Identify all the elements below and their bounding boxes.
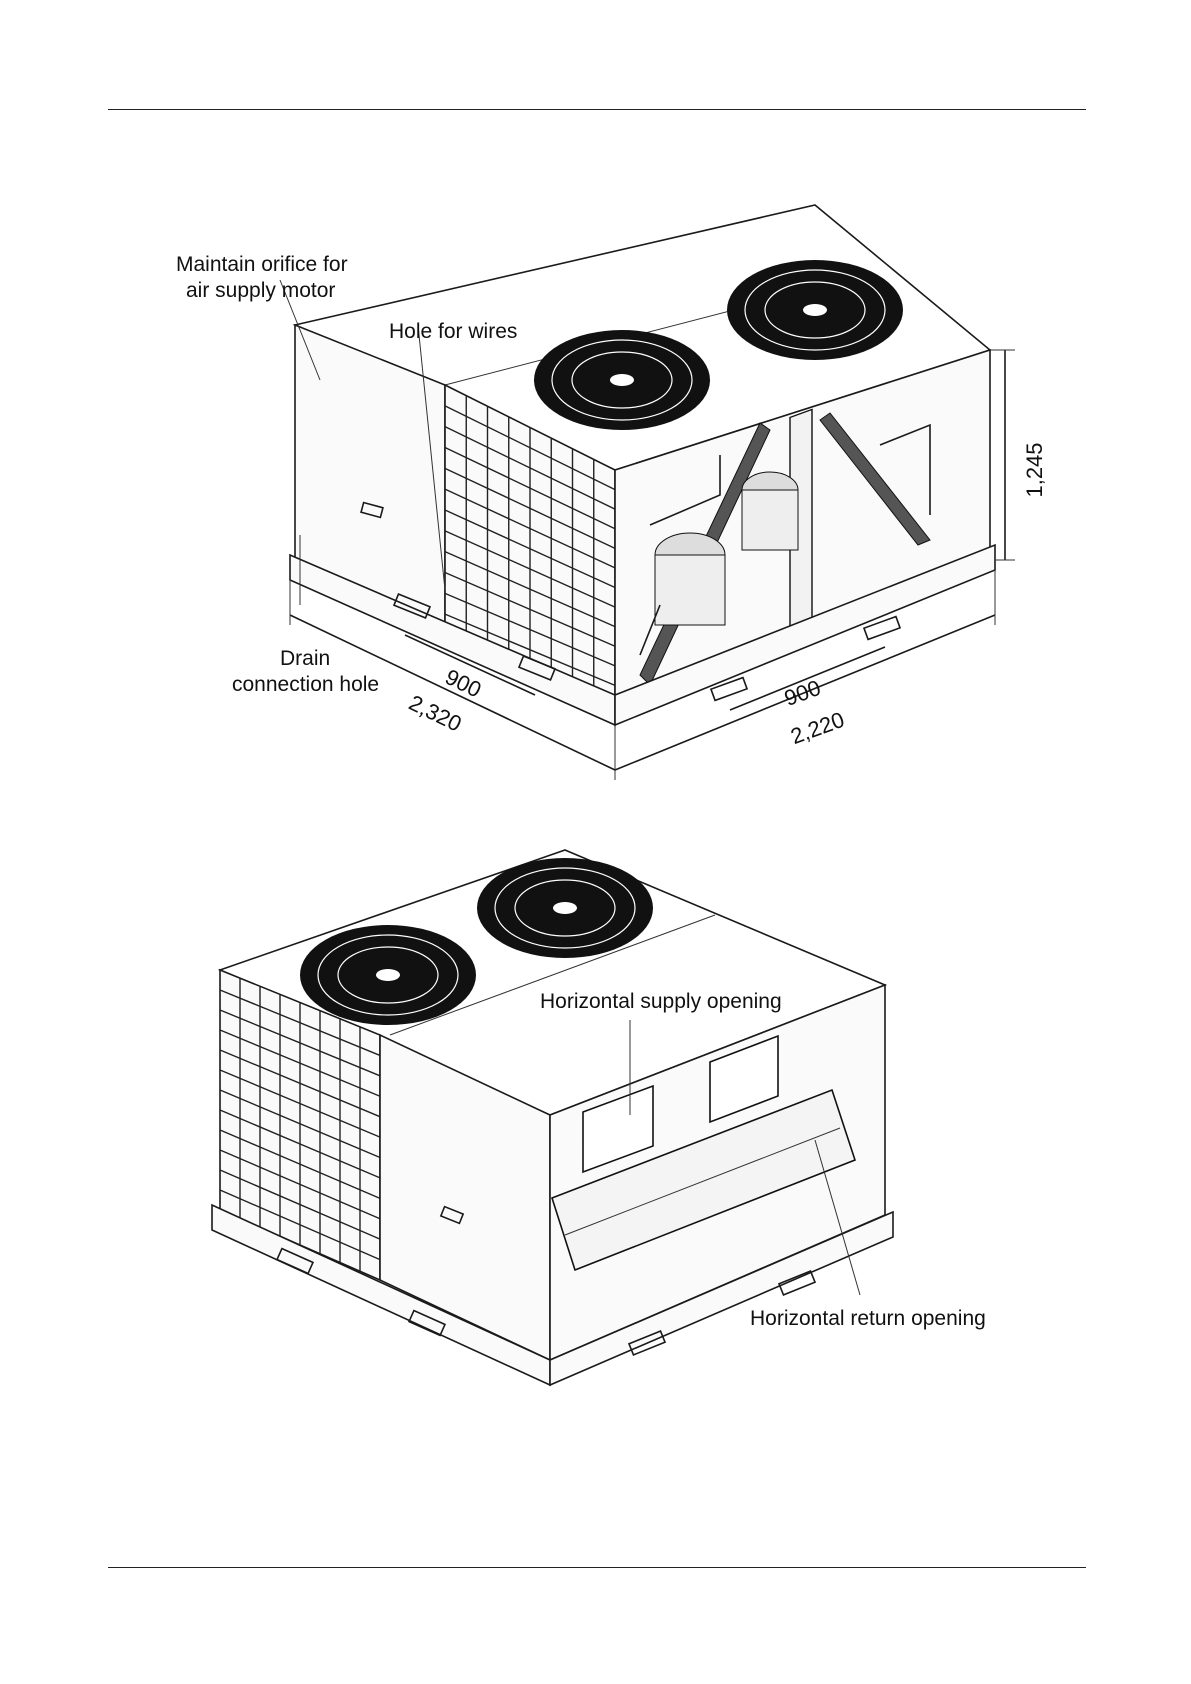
- hole-for-wires-label: Hole for wires: [389, 320, 517, 343]
- condenser-fan-right: [477, 858, 653, 958]
- footer-rule: [108, 1567, 1086, 1568]
- orifice-label-line2: air supply motor: [186, 279, 335, 302]
- left-length-dimension: 2,320: [405, 690, 465, 737]
- height-dimension: 1,245: [1022, 442, 1047, 497]
- condenser-fan-right: [727, 260, 903, 360]
- right-length-dimension: 2,220: [787, 707, 847, 749]
- orifice-label-line1: Maintain orifice for: [176, 253, 348, 276]
- rooftop-unit-dimension-figure: Maintain orifice for air supply motor Ho…: [0, 195, 1191, 795]
- rooftop-unit-openings-figure: Horizontal supply opening Horizontal ret…: [0, 840, 1191, 1380]
- drain-label-line1: Drain: [280, 647, 330, 670]
- supply-opening-label: Horizontal supply opening: [540, 990, 782, 1013]
- header-rule: [108, 109, 1086, 110]
- return-opening-label: Horizontal return opening: [750, 1307, 986, 1330]
- drain-label-line2: connection hole: [232, 673, 379, 696]
- condenser-fan-left: [300, 925, 476, 1025]
- condenser-fan-left: [534, 330, 710, 430]
- right-spacing-dimension: 900: [781, 675, 824, 711]
